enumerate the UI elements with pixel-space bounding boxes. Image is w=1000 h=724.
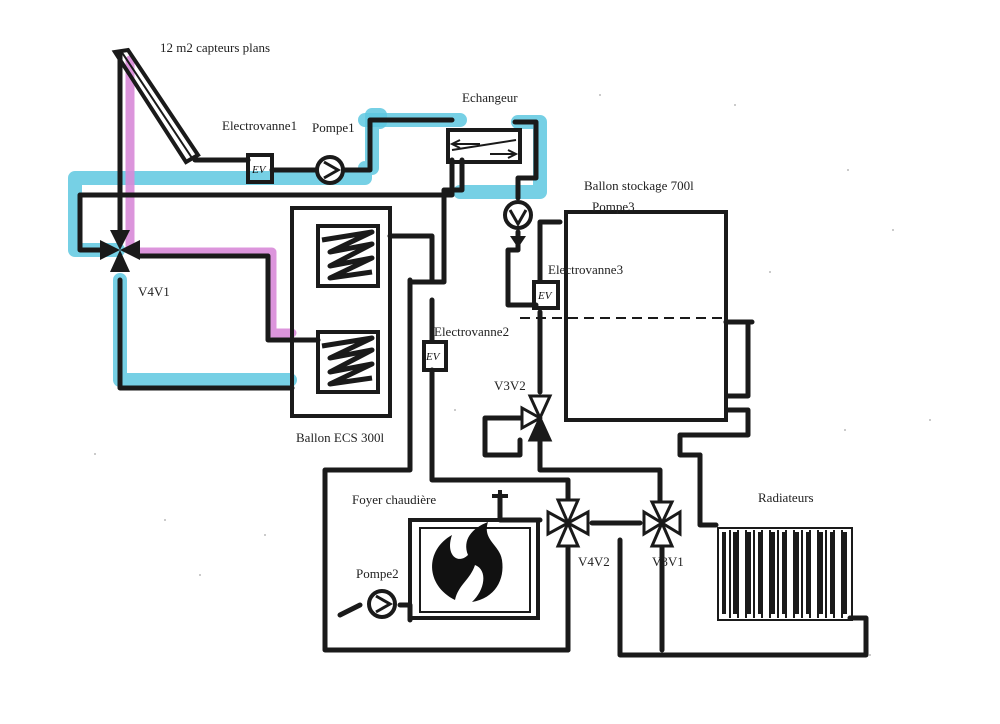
pompe1-label: Pompe1 — [312, 120, 355, 135]
v3v2-bypass — [482, 415, 533, 458]
electrovanne2-label: Electrovanne2 — [434, 324, 509, 339]
radiateurs-label: Radiateurs — [758, 490, 814, 505]
ballon-ecs-label: Ballon ECS 300l — [296, 430, 385, 445]
boiler-icon — [408, 490, 540, 620]
lower-coil-icon — [316, 330, 380, 394]
upper-coil-icon — [316, 224, 380, 288]
pompe2-pump-icon — [367, 589, 397, 619]
ballon-stockage-label: Ballon stockage 700l — [584, 178, 694, 193]
ev2-symbol: EV — [425, 351, 441, 363]
foyer-label: Foyer chaudière — [352, 492, 436, 507]
storage-right-return — [677, 407, 751, 458]
electrovanne3-label: Electrovanne3 — [548, 262, 623, 277]
storage-left-feed — [537, 219, 563, 283]
ev3-symbol: EV — [537, 290, 553, 302]
electrovanne2-down — [429, 367, 571, 503]
v3v2-label: V3V2 — [494, 378, 526, 393]
boiler-top-pipe — [497, 492, 543, 523]
coil-upper-out — [387, 233, 435, 283]
v4v2-valve-icon — [546, 498, 590, 548]
electrovanne1-label: Electrovanne1 — [222, 118, 297, 133]
pompe1-pump-icon — [315, 155, 345, 185]
pompe2-label: Pompe2 — [356, 566, 399, 581]
ev1-symbol: EV — [251, 164, 267, 176]
v3v1-right — [687, 452, 719, 528]
pompe3-pump-icon — [503, 200, 533, 248]
heat-exchanger-icon — [446, 128, 522, 164]
solar-panel-icon — [111, 47, 201, 165]
radiator-icon — [717, 527, 853, 621]
electrovanne1-valve-icon: EV — [246, 153, 274, 184]
exchanger-secondary-out — [512, 119, 539, 201]
flame-icon — [432, 522, 503, 602]
ballon-ecs-down-left — [322, 277, 571, 653]
pump1-to-exchanger — [339, 117, 455, 173]
echangeur-label: Echangeur — [462, 90, 518, 105]
storage-tank-icon — [520, 210, 755, 422]
electrovanne2-valve-icon: EV — [422, 340, 448, 372]
pump3-to-ev3 — [505, 229, 539, 308]
ecs-tank-icon — [290, 206, 392, 418]
labels: 12 m2 capteurs plans Electrovanne1 Pompe… — [138, 40, 814, 581]
solar-loop-pink — [125, 55, 297, 338]
v3v2-down — [537, 437, 663, 508]
v4v2-down — [565, 537, 869, 658]
v3v1-valve-icon — [642, 500, 682, 548]
exchanger-return — [77, 157, 455, 253]
pompe3-label: Pompe3 — [592, 199, 635, 214]
v4v1-label: V4V1 — [138, 284, 170, 299]
electrovanne3-valve-icon: EV — [532, 280, 560, 310]
v4v1-to-lower-coil — [117, 277, 295, 391]
v4v1-valve-icon — [100, 230, 140, 272]
storage-right-out — [723, 319, 751, 399]
v4v2-label: V4V2 — [578, 554, 610, 569]
collectors-label: 12 m2 capteurs plans — [160, 40, 270, 55]
scan-noise — [94, 94, 931, 656]
v3v1-label: V3V1 — [652, 554, 684, 569]
v3v2-valve-icon — [520, 394, 553, 442]
